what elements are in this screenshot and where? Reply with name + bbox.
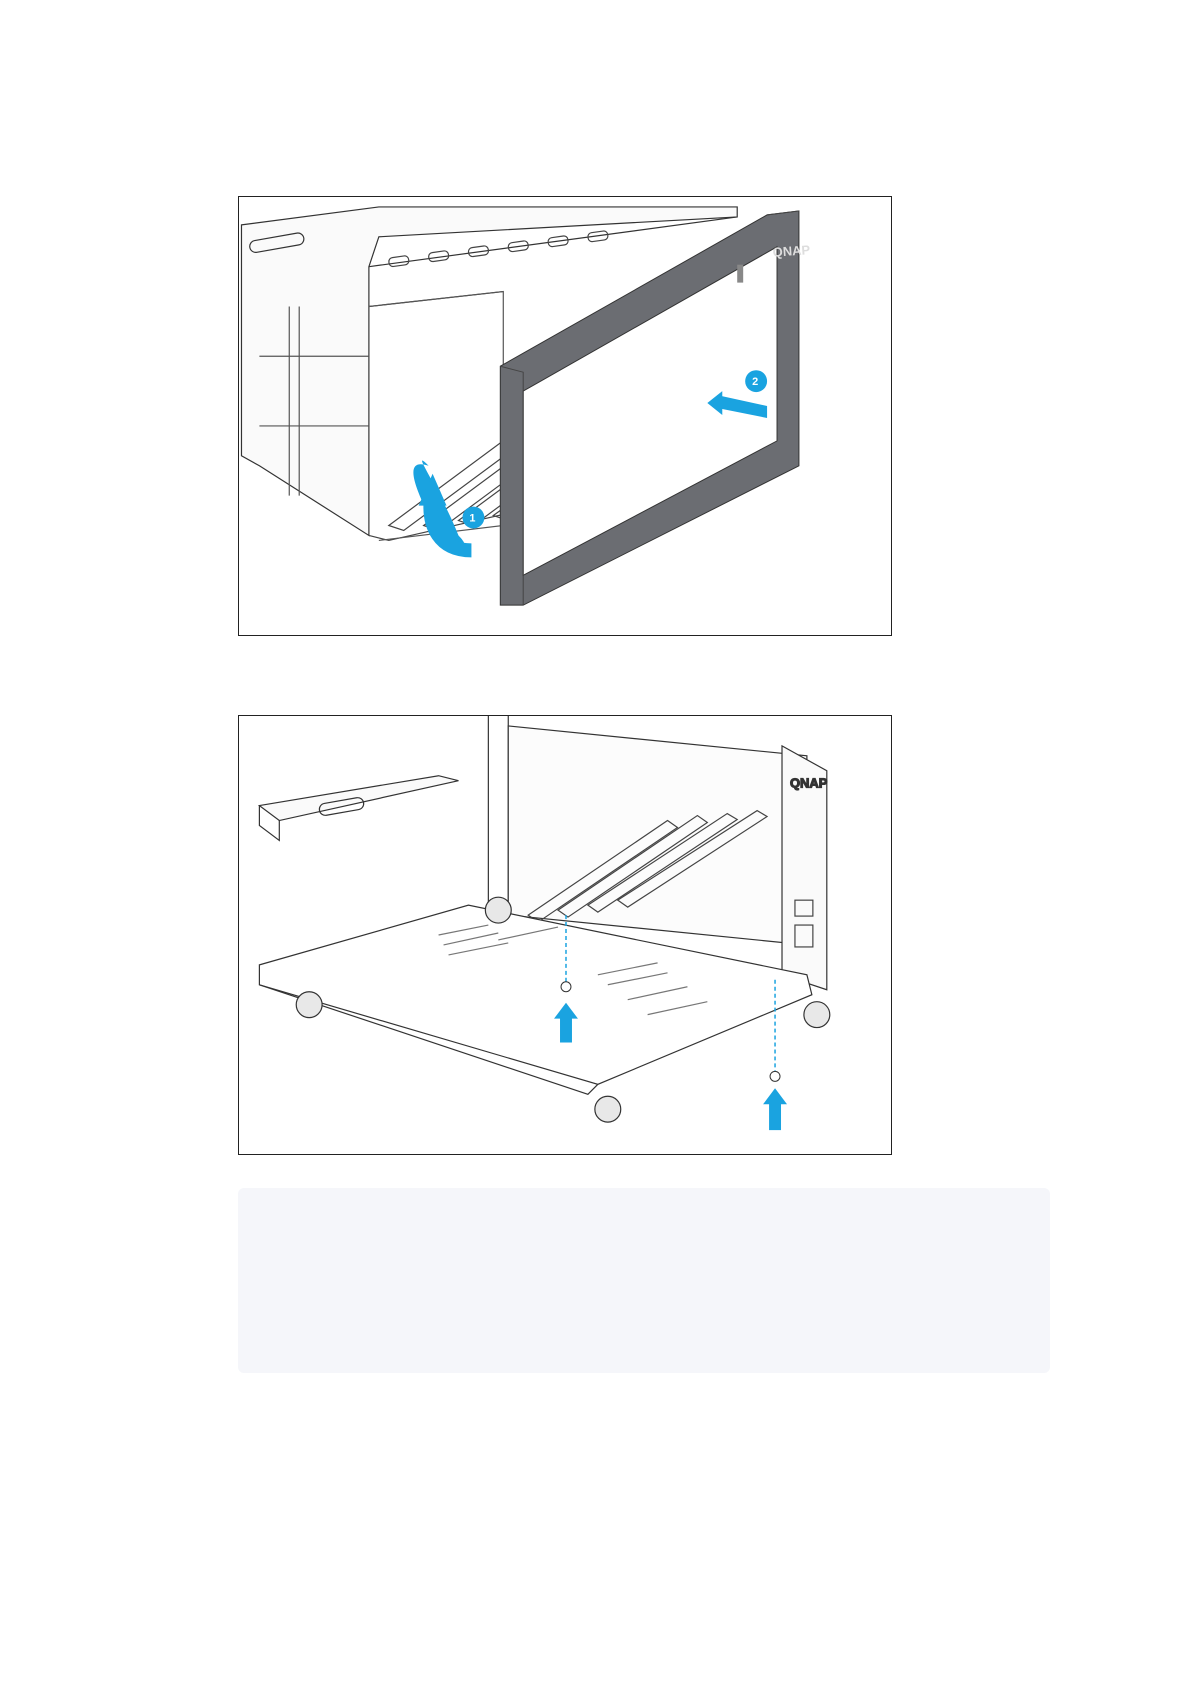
note-box — [238, 1188, 1050, 1373]
step-1-arrow: 1 — [413, 461, 484, 551]
figure-attach-front-panel: QNAP 1 2 — [238, 196, 892, 636]
brand-logo-2: QNAP — [790, 776, 828, 791]
figure-secure-screws: QNAP — [238, 715, 892, 1155]
screw-1 — [561, 982, 571, 992]
illustration-front-panel: QNAP 1 2 — [239, 197, 891, 635]
screw-2-arrow — [763, 1088, 787, 1130]
screw-2 — [770, 1071, 780, 1081]
step-2-label: 2 — [752, 376, 758, 388]
step-1-label: 1 — [469, 513, 475, 525]
illustration-bottom-screws: QNAP — [239, 716, 891, 1154]
brand-logo: QNAP — [772, 242, 811, 260]
